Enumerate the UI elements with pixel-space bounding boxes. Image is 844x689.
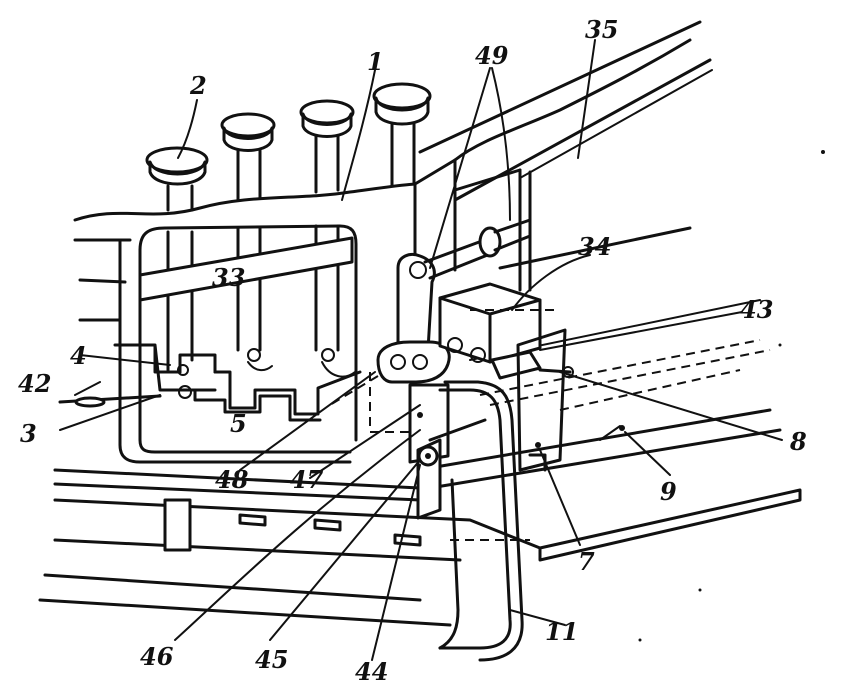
label-1: 1	[367, 47, 384, 76]
valve-1	[145, 146, 209, 212]
label-43: 43	[740, 295, 773, 324]
label-47: 47	[290, 465, 324, 494]
label-8: 8	[789, 427, 807, 456]
housing-front	[73, 224, 358, 464]
reference-labels: 1 2 3 4 5 7 8 9 11 33 34 35 42 43 44 45 …	[18, 15, 807, 686]
label-34: 34	[578, 232, 611, 261]
label-9: 9	[660, 477, 677, 506]
rod-42	[58, 394, 162, 408]
hidden-lines	[450, 309, 771, 541]
valve-stems	[166, 224, 340, 372]
label-5: 5	[230, 409, 247, 438]
block-43	[438, 282, 574, 380]
piston-valves	[145, 82, 432, 212]
label-4: 4	[70, 341, 87, 370]
label-46: 46	[140, 642, 174, 671]
label-44: 44	[355, 657, 388, 686]
label-45: 45	[255, 645, 288, 674]
slide-plate	[113, 343, 362, 422]
valve-2	[220, 112, 276, 202]
label-35: 35	[585, 15, 618, 44]
leader-lines	[59, 39, 783, 661]
valve-3	[299, 99, 355, 194]
lever-linkage	[329, 253, 451, 464]
valve-4	[372, 82, 432, 188]
label-48: 48	[215, 465, 249, 494]
label-42: 42	[18, 369, 51, 398]
label-7: 7	[578, 547, 595, 576]
u-rod-11	[438, 380, 524, 662]
label-49: 49	[475, 41, 509, 70]
label-11: 11	[545, 617, 578, 646]
label-33: 33	[212, 263, 245, 292]
cross-bar	[138, 236, 354, 302]
specks	[638, 150, 825, 642]
label-3: 3	[20, 419, 37, 448]
pivot-pins	[416, 412, 487, 520]
label-2: 2	[189, 71, 207, 100]
bracket-and-base	[416, 328, 802, 562]
